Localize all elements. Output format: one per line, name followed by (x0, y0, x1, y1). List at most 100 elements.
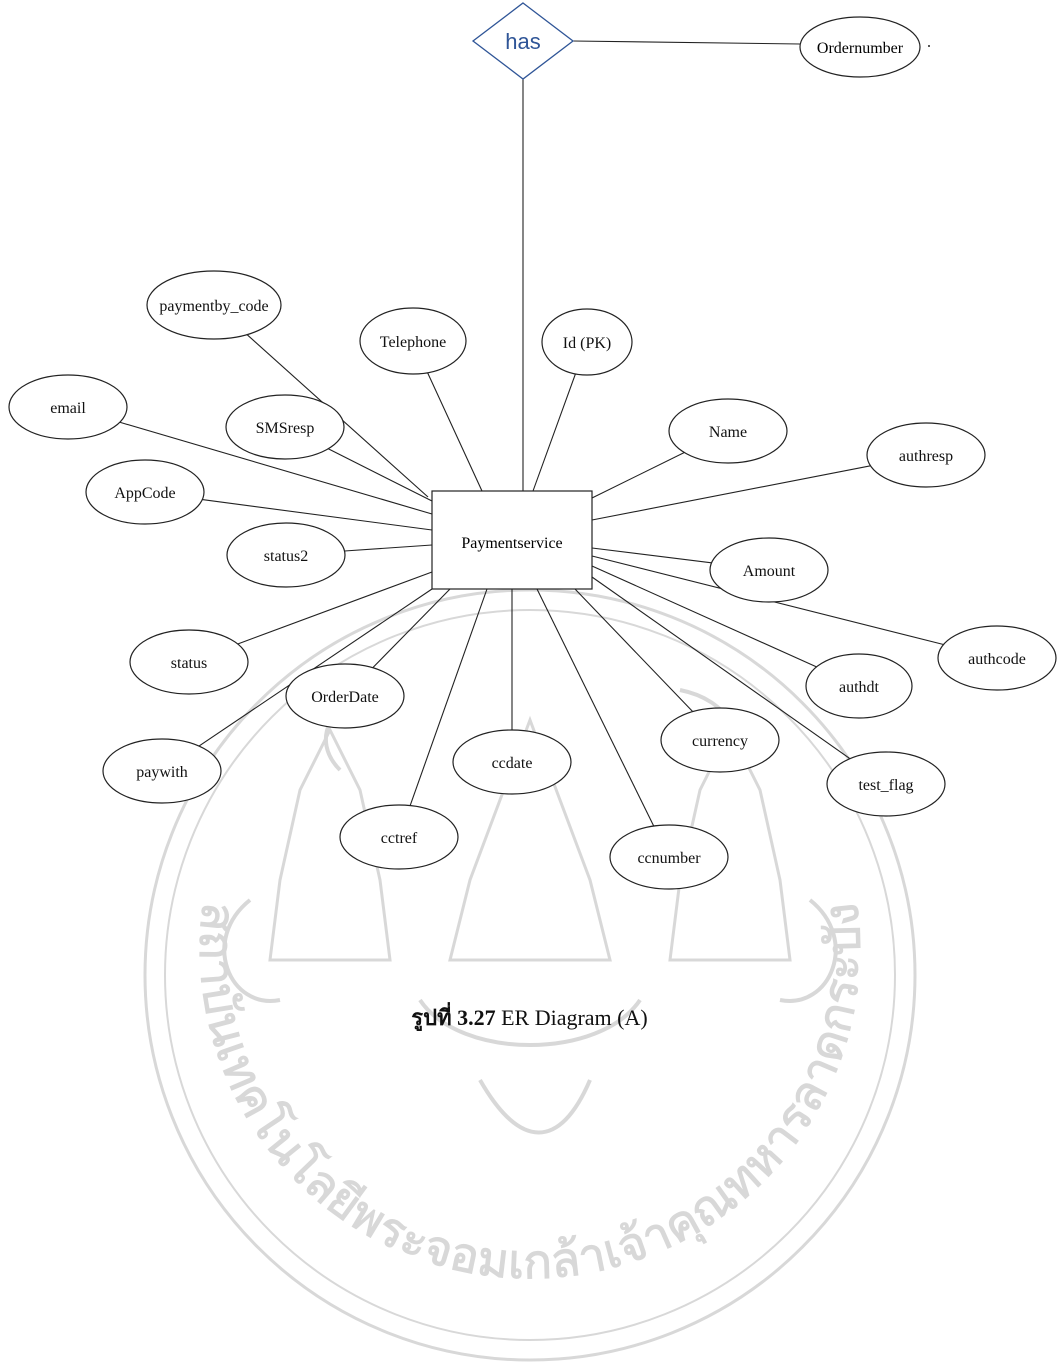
attribute-amount: Amount (709, 537, 829, 603)
attribute-ellipse (359, 307, 467, 375)
attribute-authcode: authcode (937, 625, 1057, 691)
attribute-appcode: AppCode (85, 459, 205, 525)
connector-test_flag (591, 576, 851, 760)
caption-number: 3.27 (457, 1005, 496, 1030)
entity-label: Paymentservice (461, 535, 562, 552)
attribute-ellipse (826, 751, 946, 817)
attribute-ellipse (660, 707, 780, 773)
attribute-label: authdt (839, 679, 880, 696)
connector-currency (574, 588, 694, 712)
attribute-label: currency (692, 733, 748, 750)
attribute-currency: currency (660, 707, 780, 773)
attribute-name: Name (668, 398, 788, 464)
connector-smsresp (327, 448, 433, 502)
attribute-paymentby_code: paymentby_code (146, 270, 282, 340)
watermark-base (418, 998, 642, 1135)
connector-name (591, 452, 685, 499)
watermark-center-spire (448, 715, 612, 962)
connector-email (119, 421, 433, 515)
caption-text: ER Diagram (A) (501, 1005, 648, 1030)
connector-appcode (202, 499, 433, 531)
attribute-ellipse (709, 537, 829, 603)
entity-box (431, 490, 593, 590)
attribute-label: AppCode (114, 485, 175, 502)
attribute-authdt: authdt (805, 653, 913, 719)
attribute-ellipse (866, 422, 986, 488)
attribute-label: email (50, 400, 86, 417)
watermark-right-tower (668, 726, 792, 962)
attribute-ellipse (937, 625, 1057, 691)
attribute-ellipse (668, 398, 788, 464)
attribute-label: paymentby_code (159, 298, 268, 315)
connector-ccnumber (536, 588, 655, 827)
attribute-telephone: Telephone (359, 307, 467, 375)
attribute-paywith: paywith (102, 738, 222, 804)
relationship-label: has (505, 29, 540, 54)
attribute-authresp: authresp (866, 422, 986, 488)
attribute-label: ccdate (492, 755, 533, 772)
attribute-label: paywith (136, 764, 188, 781)
watermark-inner-ring (164, 609, 896, 1341)
attribute-label: status (171, 655, 207, 672)
attribute-orderdate: OrderDate (285, 663, 405, 729)
watermark-left-tower (268, 726, 392, 962)
attribute-label: OrderDate (311, 689, 379, 706)
attribute-status: status (129, 629, 249, 695)
watermark-seal: สถาบันเทคโนโลยีพระจอมเกล้าเจ้าคุณทหารลาด… (143, 588, 917, 1362)
attribute-ellipse (339, 804, 459, 870)
attribute-ellipse (799, 16, 921, 78)
connector-amount (591, 547, 712, 564)
relationship-has: has (471, 2, 575, 80)
attribute-ellipse (226, 522, 346, 588)
attribute-ellipse (805, 653, 913, 719)
attribute-label: SMSresp (256, 420, 315, 437)
attribute-ordernumber: Ordernumber (799, 16, 921, 78)
attribute-ellipse (129, 629, 249, 695)
attribute-ellipse (85, 459, 205, 525)
attribute-ellipse (8, 374, 128, 440)
caption-prefix: รูปที่ (411, 1005, 452, 1030)
attribute-ccnumber: ccnumber (609, 824, 729, 890)
attribute-label: Telephone (380, 334, 446, 351)
attribute-ellipse (609, 824, 729, 890)
attribute-label: Amount (743, 563, 796, 580)
attribute-test_flag: test_flag (826, 751, 946, 817)
attribute-ellipse (541, 308, 633, 376)
attribute-ccdate: ccdate (452, 729, 572, 795)
attribute-label: authcode (968, 651, 1026, 668)
attribute-label: Id (PK) (563, 335, 611, 352)
attribute-smsresp: SMSresp (225, 394, 345, 460)
attribute-label: Ordernumber (817, 40, 904, 57)
relationship-diamond (471, 2, 575, 80)
connector-paywith (198, 588, 433, 747)
attribute-label: test_flag (858, 777, 913, 794)
attribute-label: cctref (381, 830, 418, 847)
attribute-status2: status2 (226, 522, 346, 588)
connector-authdt (591, 565, 817, 668)
attribute-label: Name (709, 424, 747, 441)
connector-authresp (591, 465, 871, 521)
connector-orderdate (372, 588, 451, 669)
stray-dot (928, 45, 930, 47)
attribute-ellipse (146, 270, 282, 340)
connector-has-ordernumber (572, 40, 801, 45)
connector-id (532, 373, 576, 492)
entity-paymentservice: Paymentservice (431, 490, 593, 590)
connector-status (237, 571, 433, 645)
attribute-ellipse (452, 729, 572, 795)
connector-cctref (409, 588, 488, 806)
attribute-ellipse (285, 663, 405, 729)
figure-caption: รูปที่ 3.27 ER Diagram (A) (0, 1000, 1059, 1035)
watermark-outer-ring (143, 588, 917, 1362)
attribute-label: status2 (264, 548, 308, 565)
attribute-ellipse (225, 394, 345, 460)
attribute-cctref: cctref (339, 804, 459, 870)
attribute-label: authresp (899, 448, 953, 465)
attribute-ellipse (102, 738, 222, 804)
attribute-email: email (8, 374, 128, 440)
attribute-id: Id (PK) (541, 308, 633, 376)
connector-telephone (427, 372, 483, 492)
connector-status2 (344, 544, 433, 552)
